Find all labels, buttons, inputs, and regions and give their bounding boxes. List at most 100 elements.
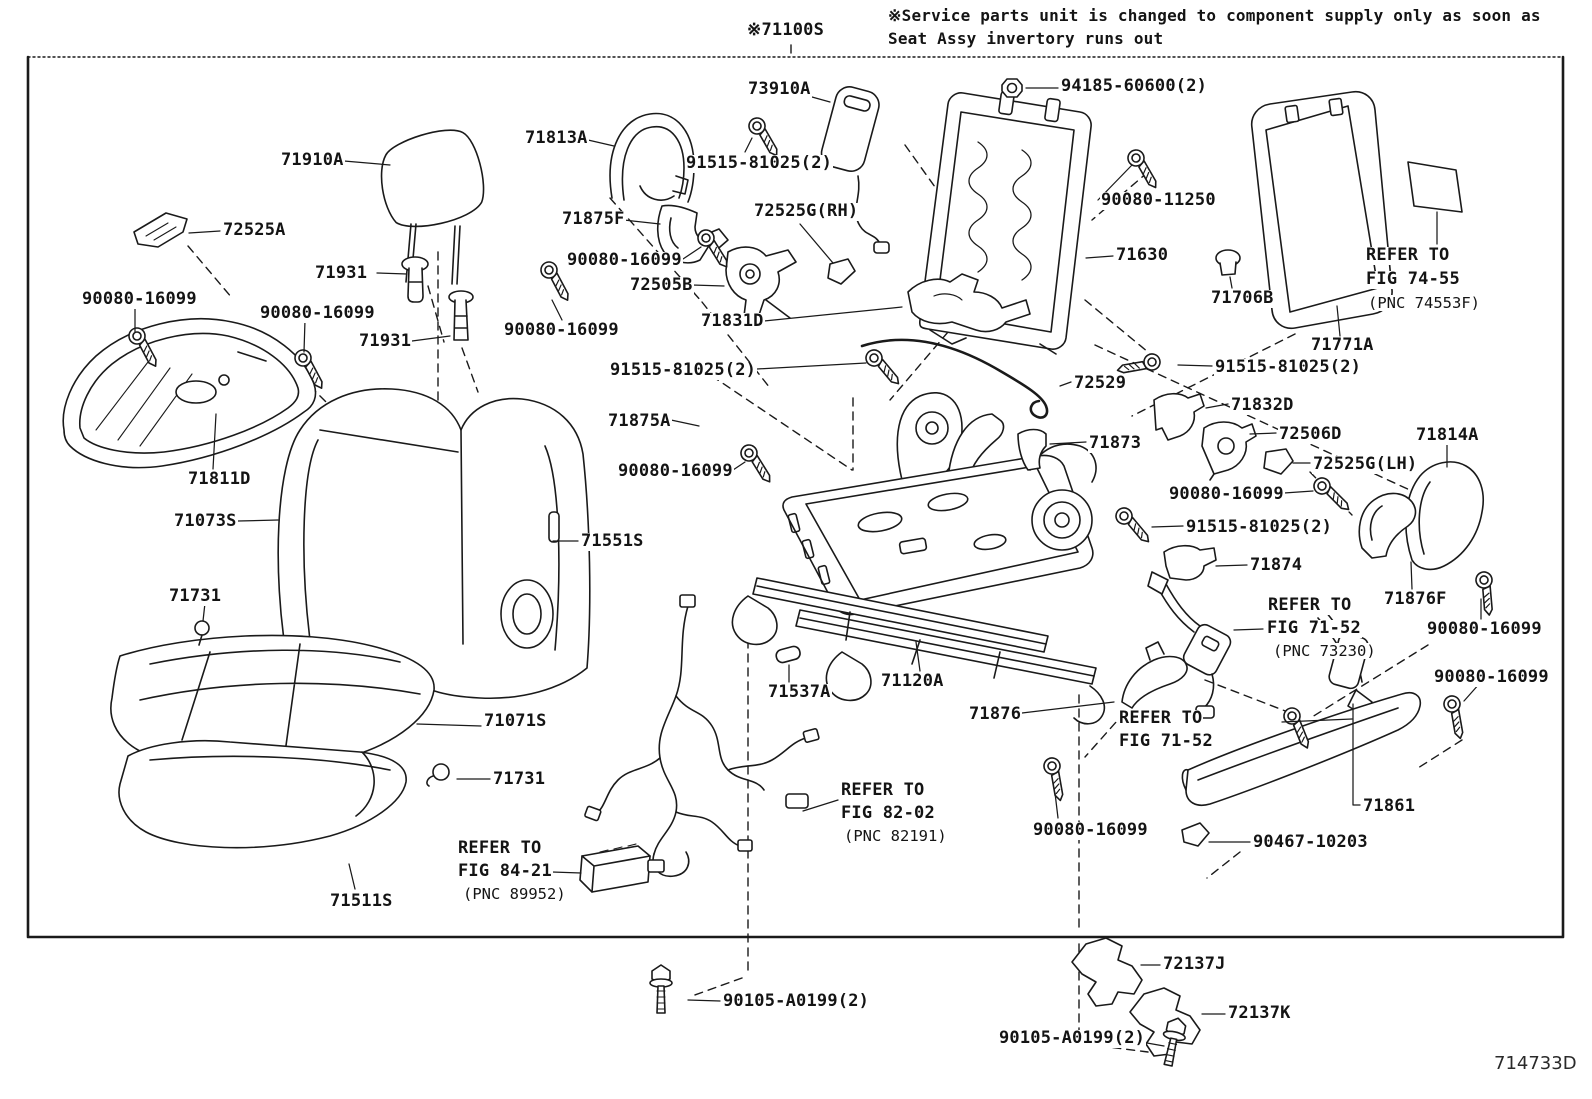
callout-71876: 71876 xyxy=(968,704,1023,724)
screw-icon xyxy=(1036,754,1077,803)
callout-72525G-RH: 72525G(RH) xyxy=(753,201,860,221)
callout-71551S: 71551S xyxy=(580,531,645,551)
service-note-line2: Seat Assy invertory runs out xyxy=(888,29,1164,48)
refer-pnc-73230-line1: REFER TO xyxy=(1267,595,1353,615)
bracket-71832D-drawing xyxy=(1153,392,1205,441)
callout-71511S: 71511S xyxy=(329,891,394,911)
cap-71537A-drawing xyxy=(775,645,801,664)
cover-71876F-drawing xyxy=(1358,492,1417,559)
refer-fig-74-55-line1: REFER TO xyxy=(1365,245,1451,265)
seat-cushion-71511S-drawing xyxy=(118,739,407,849)
callout-71931-a: 71931 xyxy=(314,263,369,283)
connector-82-02-drawing xyxy=(785,793,809,809)
callout-71861: 71861 xyxy=(1362,796,1417,816)
seatbelt-buckle-73230-drawing xyxy=(1147,571,1232,719)
screw-icon xyxy=(1468,568,1507,617)
callout-90080-16099-f: 90080-16099 xyxy=(1168,484,1285,504)
headrest-71910A-drawing xyxy=(380,129,485,285)
callout-72525G-LH: 72525G(LH) xyxy=(1312,454,1419,474)
screw-icon xyxy=(734,440,782,485)
callout-71832D: 71832D xyxy=(1230,395,1295,415)
refer-fig-71-52-line1: REFER TO xyxy=(1118,708,1204,728)
refer-fig-74-55-line3: (PNC 74553F) xyxy=(1367,294,1481,312)
callout-71814A: 71814A xyxy=(1415,425,1480,445)
ecu-84-21-drawing xyxy=(579,843,665,893)
refer-fig-82-02-line3: (PNC 82191) xyxy=(843,827,948,845)
refer-pnc-73230-line2: FIG 71-52 xyxy=(1266,618,1362,638)
callout-90080-16099-a: 90080-16099 xyxy=(81,289,198,309)
callout-71537A: 71537A xyxy=(767,682,832,702)
screw-icon xyxy=(1308,474,1357,513)
headrest-guide-71813A-drawing xyxy=(609,112,695,203)
callout-72506D: 72506D xyxy=(1278,424,1343,444)
rod-72529-drawing xyxy=(860,338,1049,419)
callout-90080-16099-b: 90080-16099 xyxy=(566,250,683,270)
callout-72525A: 72525A xyxy=(222,220,287,240)
callout-71811D: 71811D xyxy=(187,469,252,489)
clip-72525G-RH-drawing xyxy=(827,258,856,285)
clip-72525A-drawing xyxy=(133,212,188,248)
refer-fig-82-02-line1: REFER TO xyxy=(840,780,926,800)
bracket-72137J-drawing xyxy=(1071,937,1143,1007)
callout-71731-a: 71731 xyxy=(168,586,223,606)
callout-72137J: 72137J xyxy=(1162,954,1227,974)
callout-90080-16099-d: 90080-16099 xyxy=(503,320,620,340)
refer-fig-84-21-line1: REFER TO xyxy=(457,838,543,858)
clip-72525G-LH-drawing xyxy=(1263,448,1294,475)
callout-90080-16099-h: 90080-16099 xyxy=(1433,667,1550,687)
callout-71771A: 71771A xyxy=(1310,335,1375,355)
callout-71831D: 71831D xyxy=(700,311,765,331)
callout-72505B: 72505B xyxy=(629,275,694,295)
callout-72137K: 72137K xyxy=(1227,1003,1292,1023)
headrest-side-71814A-drawing xyxy=(1405,461,1484,571)
callout-71873: 71873 xyxy=(1088,433,1143,453)
diagram-border xyxy=(26,55,1565,939)
airbag-73910A-drawing xyxy=(820,86,890,254)
callout-71931-b: 71931 xyxy=(358,331,413,351)
headrest-support-71931-drawing xyxy=(401,256,474,341)
callout-72529: 72529 xyxy=(1073,373,1128,393)
refer-fig-74-55-line2: FIG 74-55 xyxy=(1365,269,1461,289)
wire-harness-drawing xyxy=(584,594,820,878)
callout-90080-16099-e: 90080-16099 xyxy=(617,461,734,481)
clip-icon xyxy=(426,763,450,787)
callout-90467-10203: 90467-10203 xyxy=(1252,832,1369,852)
callout-71874: 71874 xyxy=(1249,555,1304,575)
refer-pnc-73230-line3: (PNC 73230) xyxy=(1272,642,1377,660)
screw-icon xyxy=(742,113,789,158)
fasteners xyxy=(122,78,1507,1069)
refer-fig-84-21-line3: (PNC 89952) xyxy=(462,885,567,903)
seat-frame-71120A-drawing xyxy=(731,391,1106,725)
service-note-line1: ※Service parts unit is changed to compon… xyxy=(888,6,1541,25)
clip-icon xyxy=(194,620,210,646)
bracket-71874-drawing xyxy=(1163,544,1217,581)
callout-71071S: 71071S xyxy=(483,711,548,731)
screw-icon xyxy=(1110,504,1159,545)
callout-90080-16099-g: 90080-16099 xyxy=(1426,619,1543,639)
callout-91515-81025-d: 91515-81025(2) xyxy=(1185,517,1334,537)
callout-71876F: 71876F xyxy=(1383,589,1448,609)
callout-71120A: 71120A xyxy=(880,671,945,691)
assembly-callout-71100S: ※71100S xyxy=(746,20,826,40)
side-shield-71861-drawing xyxy=(1181,691,1422,806)
latch-72506D-drawing xyxy=(1201,421,1257,481)
callout-91515-81025-b: 91515-81025(2) xyxy=(609,360,758,380)
seatback-cover-71073S-71551S-drawing xyxy=(277,388,591,700)
side-shield-71811D-drawing xyxy=(62,318,317,469)
clip-90467-10203-drawing xyxy=(1181,822,1210,847)
callout-71630: 71630 xyxy=(1115,245,1170,265)
callout-94185-60600: 94185-60600(2) xyxy=(1060,76,1209,96)
seatback-board-71771A-drawing xyxy=(1250,90,1463,330)
nut-icon xyxy=(1001,78,1023,98)
callout-90105-A0199-a: 90105-A0199(2) xyxy=(722,991,871,1011)
callout-91515-81025-c: 91515-81025(2) xyxy=(1214,357,1363,377)
label-sticker-drawing xyxy=(1407,161,1463,213)
screw-icon xyxy=(1436,692,1477,741)
callout-90080-11250: 90080-11250 xyxy=(1100,190,1217,210)
refer-fig-84-21-line2: FIG 84-21 xyxy=(457,861,553,881)
leader-lines xyxy=(134,87,1482,1047)
callout-73910A: 73910A xyxy=(747,79,812,99)
callout-71875A: 71875A xyxy=(607,411,672,431)
